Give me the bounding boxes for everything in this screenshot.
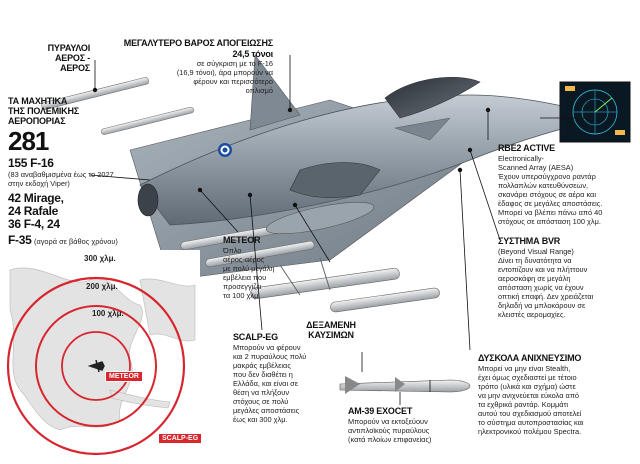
meteor-text: Όπλο αέρος-αέρος με πολύ μεγάλη εμβέλεια… (223, 246, 275, 300)
takeoff-title: ΜΕΓΑΛΥΤΕΡΟ ΒΑΡΟΣ ΑΠΟΓΕΙΩΣΗΣ (123, 38, 273, 48)
fleet-others: 42 Mirage, 24 Rafale 36 F-4, 24 (8, 191, 64, 231)
range-map (0, 250, 200, 464)
tanks-title: ΔΕΞΑΜΕΝΗ ΚΑΥΣΙΜΩΝ (306, 320, 356, 340)
fleet-total: 281 (8, 126, 49, 156)
detect-title: ΔΥΣΚΟΛΑ ΑΝΙΧΝΕΥΣΙΜΟ (478, 353, 582, 363)
fleet-f16-note: (83 αναβαθμισμένα έως το 2027 στην εκδοχ… (8, 170, 114, 188)
map-tag-scalp: SCALP-EG (158, 433, 203, 444)
bvr-title: ΣΥΣΤΗΜΑ BVR (498, 236, 561, 246)
scalp-title: SCALP-EG (233, 332, 278, 342)
fleet-f35-note: (αγορά σε βάθος χρόνου) (34, 237, 118, 246)
rbe2-title: RBE2 ACTIVE (498, 143, 555, 153)
bvr-text: (Beyond Visual Range) Δίνει τη δυνατότητ… (498, 247, 594, 319)
takeoff-text: σε σύγκριση με το F-16 (16,9 τόνοι), άρα… (176, 59, 273, 95)
fleet-f35: F-35 (8, 233, 32, 247)
map-tag-meteor: METEOR (105, 371, 143, 382)
radar-screen-shape (559, 81, 631, 143)
meteor-title: METEOR (223, 235, 261, 245)
exocet-text: Μπορούν να εκτοξεύουν αντιπλοϊκούς πυραύ… (348, 417, 432, 444)
exocet-missile-shape (339, 376, 471, 394)
scalp-text: Μπορούν να φέρουν και 2 πυραύλους πολύ μ… (233, 343, 307, 424)
detect-text: Μπορεί να μην είναι Stealth, έχει όμως σ… (478, 364, 584, 436)
map-ring-label-300: 300 χλμ. (84, 254, 116, 263)
rbe2-text: Electronically- Scanned Array (AESA) Έχο… (498, 154, 603, 226)
air-missiles-title: ΠΥΡΑΥΛΟΙ ΑΕΡΟΣ - ΑΕΡΟΣ (47, 43, 91, 73)
map-ring-label-200: 200 χλμ. (86, 282, 118, 291)
fleet-f16: 155 F-16 (8, 156, 54, 170)
exocet-title: AM-39 EXOCET (348, 406, 413, 416)
fleet-title: ΤΑ ΜΑΧΗΤΙΚΑ ΤΗΣ ΠΟΛΕΜΙΚΗΣ ΑΕΡΟΠΟΡΙΑΣ (8, 96, 79, 126)
map-ring-label-100: 100 χλμ. (92, 309, 124, 318)
takeoff-value: 24,5 τόνοι (232, 49, 273, 59)
